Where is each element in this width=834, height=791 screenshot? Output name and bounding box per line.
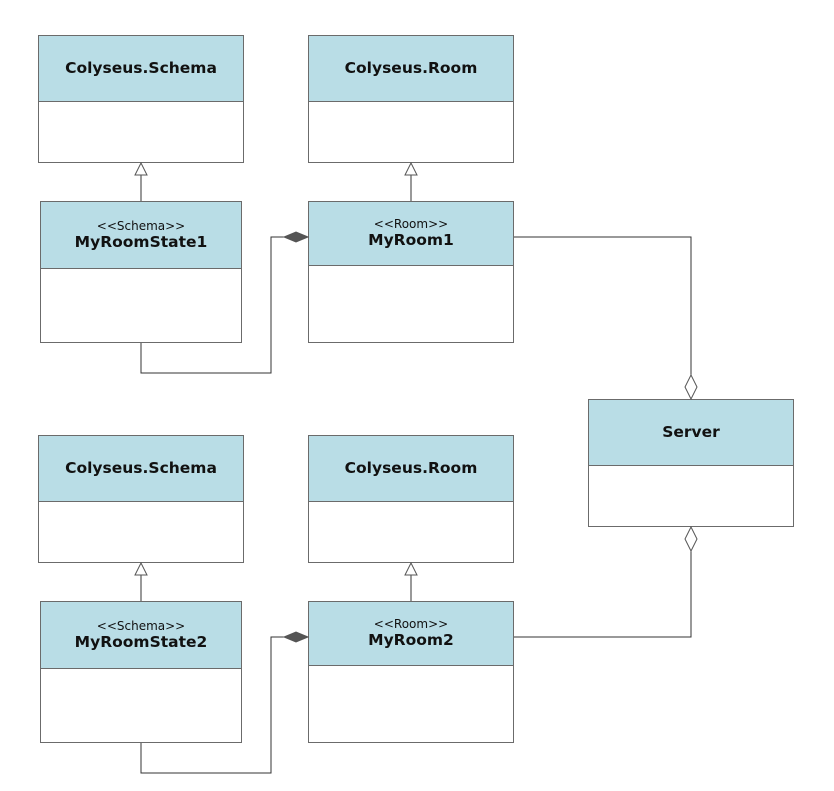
class-colyseus-room-2[interactable]: Colyseus.Room xyxy=(308,435,514,563)
class-stereotype: <<Room>> xyxy=(373,217,449,231)
class-myroomstate2[interactable]: <<Schema>> MyRoomState2 xyxy=(40,601,242,743)
generalization-room2-room xyxy=(404,561,418,601)
class-name: MyRoom1 xyxy=(368,231,454,249)
class-name: Colyseus.Room xyxy=(344,459,478,477)
class-name: MyRoomState2 xyxy=(74,632,208,651)
aggregation-room2-server xyxy=(514,525,698,638)
class-header: Colyseus.Schema xyxy=(39,36,243,102)
class-name: Server xyxy=(662,423,720,441)
composition-state2-room2 xyxy=(140,631,310,774)
class-name: Colyseus.Room xyxy=(344,59,478,77)
class-stereotype: <<Schema>> xyxy=(96,218,186,233)
class-header: Server xyxy=(589,400,793,466)
class-name: Colyseus.Schema xyxy=(65,59,217,77)
class-header: Colyseus.Room xyxy=(309,36,513,102)
class-name: MyRoom2 xyxy=(368,631,454,649)
class-header: Colyseus.Room xyxy=(309,436,513,502)
class-colyseus-schema-1[interactable]: Colyseus.Schema xyxy=(38,35,244,163)
class-header: Colyseus.Schema xyxy=(39,436,243,502)
class-header: <<Schema>> MyRoomState2 xyxy=(41,602,241,669)
class-colyseus-room-1[interactable]: Colyseus.Room xyxy=(308,35,514,163)
composition-state1-room1 xyxy=(140,231,310,374)
generalization-state2-schema xyxy=(134,561,148,601)
class-myroom1[interactable]: <<Room>> MyRoom1 xyxy=(308,201,514,343)
aggregation-room1-server xyxy=(514,236,698,401)
class-stereotype: <<Room>> xyxy=(373,617,449,631)
class-header: <<Room>> MyRoom1 xyxy=(309,202,513,266)
class-myroom2[interactable]: <<Room>> MyRoom2 xyxy=(308,601,514,743)
class-colyseus-schema-2[interactable]: Colyseus.Schema xyxy=(38,435,244,563)
class-header: <<Room>> MyRoom2 xyxy=(309,602,513,666)
class-server[interactable]: Server xyxy=(588,399,794,527)
class-name: MyRoomState1 xyxy=(74,232,208,251)
class-stereotype: <<Schema>> xyxy=(96,618,186,633)
generalization-room1-room xyxy=(404,161,418,201)
generalization-state1-schema xyxy=(134,161,148,201)
class-header: <<Schema>> MyRoomState1 xyxy=(41,202,241,269)
class-name: Colyseus.Schema xyxy=(65,459,217,477)
class-myroomstate1[interactable]: <<Schema>> MyRoomState1 xyxy=(40,201,242,343)
